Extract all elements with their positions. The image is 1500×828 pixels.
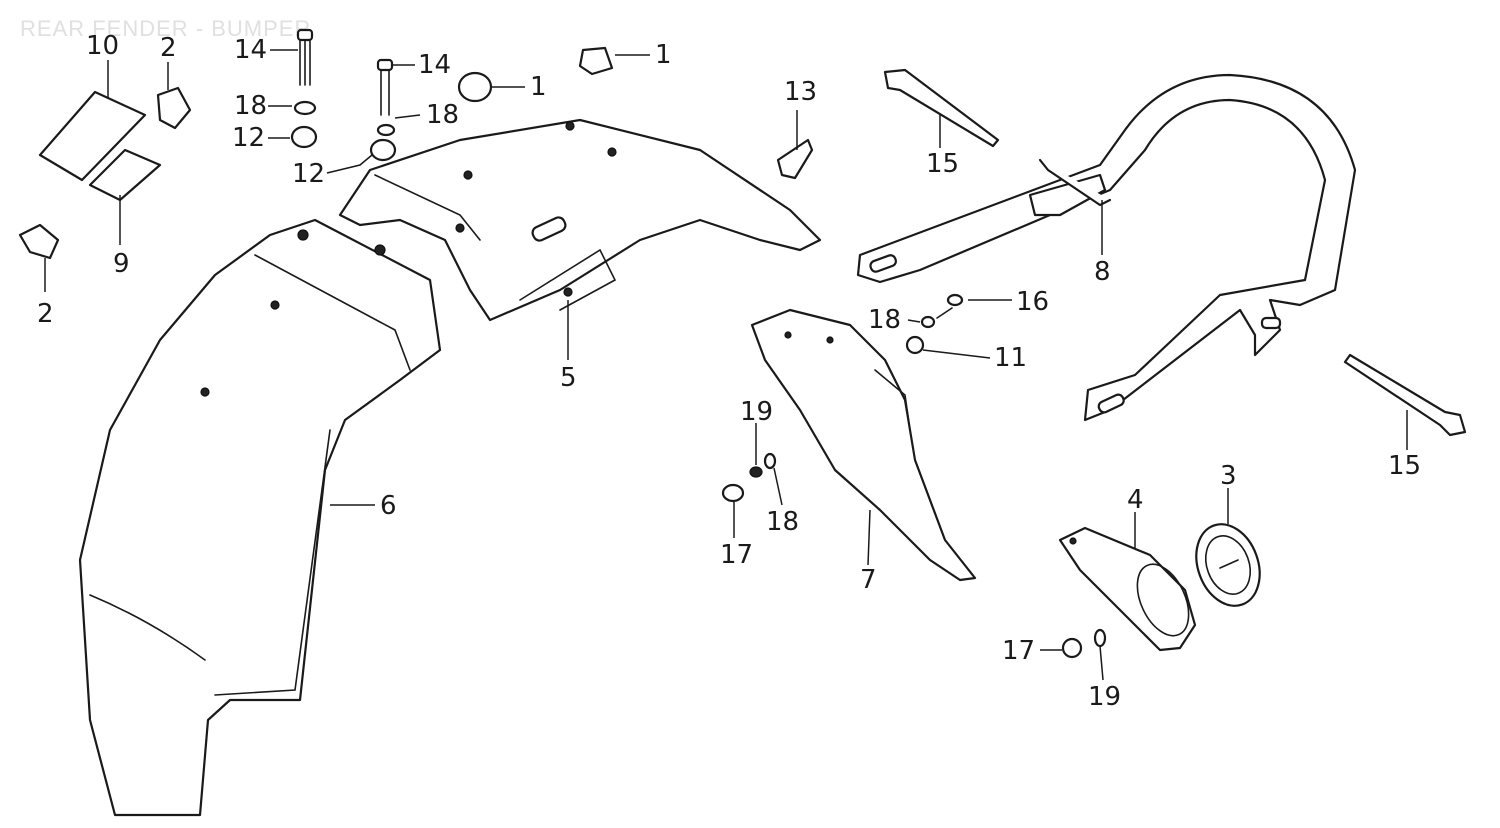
callout-18: 18 — [766, 507, 799, 537]
reflector-part — [1195, 523, 1261, 607]
callout-18: 18 — [426, 100, 459, 130]
reflector-bracket-part — [1058, 526, 1197, 652]
callout-5: 5 — [560, 363, 577, 393]
mudguard-part — [750, 308, 977, 582]
callout-8: 8 — [1094, 257, 1111, 287]
callout-1: 1 — [530, 72, 547, 102]
callout-19: 19 — [1088, 682, 1121, 712]
callout-18: 18 — [234, 91, 267, 121]
rear-fender-part — [78, 218, 442, 817]
callout-13: 13 — [784, 77, 817, 107]
callout-17: 17 — [720, 540, 753, 570]
callout-7: 7 — [860, 565, 877, 595]
bumper-part — [856, 73, 1357, 422]
callout-labels: 10 2 14 18 12 2 9 14 18 12 1 1 13 15 8 5… — [37, 31, 1421, 712]
seal-parts — [38, 90, 162, 202]
callout-2: 2 — [37, 299, 54, 329]
callout-18: 18 — [868, 305, 901, 335]
callout-16: 16 — [1016, 287, 1049, 317]
leader-lines — [44, 49, 1408, 681]
callout-15: 15 — [1388, 451, 1421, 481]
callout-4: 4 — [1127, 485, 1144, 515]
callout-6: 6 — [380, 491, 397, 521]
callout-11: 11 — [994, 343, 1027, 373]
callout-14: 14 — [418, 50, 451, 80]
front-fender-part — [338, 118, 822, 322]
callout-12: 12 — [232, 123, 265, 153]
callout-14: 14 — [234, 35, 267, 65]
hardware-parts — [18, 28, 1467, 659]
callout-1: 1 — [655, 40, 672, 70]
callout-12: 12 — [292, 159, 325, 189]
callout-19: 19 — [740, 397, 773, 427]
diagram-title: REAR FENDER - BUMPER — [20, 16, 311, 41]
callout-10: 10 — [86, 31, 119, 61]
callout-3: 3 — [1220, 461, 1237, 491]
callout-17: 17 — [1002, 636, 1035, 666]
callout-15: 15 — [926, 149, 959, 179]
callout-9: 9 — [113, 249, 130, 279]
callout-2: 2 — [160, 33, 177, 63]
